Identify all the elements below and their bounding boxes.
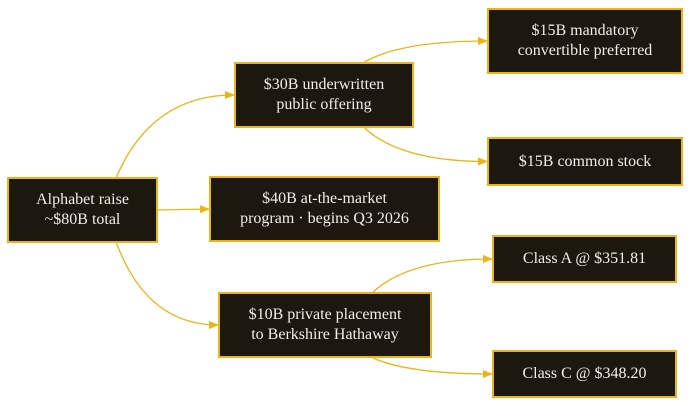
edge-placement-to-class_a [372,255,493,293]
edge-underwritten-to-convertible [364,37,488,63]
node-class-c: Class C @ $348.20 [492,350,677,398]
node-alphabet-raise: Alphabet raise ~$80B total [7,177,158,243]
edge-root-to-atm [157,205,210,214]
edge-underwritten-to-common [364,127,488,166]
edge-placement-to-class_c [372,357,493,378]
node-common-stock: $15B common stock [487,137,683,186]
node-class-a: Class A @ $351.81 [492,235,677,283]
node-mandatory-convertible-preferred: $15B mandatory convertible preferred [487,8,683,74]
edge-root-to-underwritten [115,91,235,178]
node-underwritten-offering: $30B underwritten public offering [234,62,414,128]
node-at-the-market-program: $40B at-the-market program · begins Q3 2… [209,176,440,242]
node-private-placement: $10B private placement to Berkshire Hath… [218,292,432,358]
edge-root-to-placement [115,242,219,329]
